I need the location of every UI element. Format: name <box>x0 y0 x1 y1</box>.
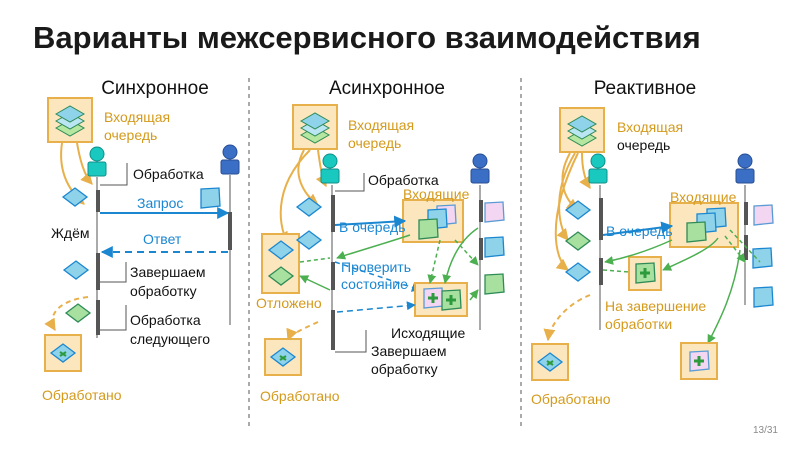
async-outgoing-label: Исходящие <box>391 325 465 341</box>
reactive-msg-3-icon <box>565 262 591 282</box>
reactive-finish-label-1: На завершение <box>605 298 706 314</box>
async-in-msg-3 <box>418 218 439 240</box>
async-msg-2-icon <box>296 230 322 250</box>
service-b-icon <box>470 153 490 184</box>
sync-done-label: Обработано <box>42 387 122 403</box>
async-deferred-label: Отложено <box>256 295 322 311</box>
service-b-icon <box>735 153 755 184</box>
sync-msg-2-icon <box>63 260 89 280</box>
sync-queue-label-1: Входящая <box>104 109 170 125</box>
sync-queue-label-2: очередь <box>104 127 157 143</box>
sync-waiting-label: Ждём <box>51 225 90 241</box>
reactive-heading: Реактивное <box>594 78 697 99</box>
sync-processing-label: Обработка <box>133 166 204 182</box>
sync-next-label-2: следующего <box>130 331 210 347</box>
async-msg-1-icon <box>296 197 322 217</box>
reactive-incoming-label: Входящие <box>670 189 737 205</box>
sync-request-label: Запрос <box>137 195 183 211</box>
reactive-queue-label-1: Входящая <box>617 119 683 135</box>
sync-done-icon <box>44 334 82 372</box>
reactive-remote-1 <box>753 204 774 226</box>
async-finish-label-1: Завершаем <box>371 343 447 359</box>
async-queue-label-1: Входящая <box>348 117 414 133</box>
reactive-finish-label-2: обработки <box>605 316 672 332</box>
async-remote-2 <box>484 236 505 258</box>
service-a-icon <box>320 153 340 184</box>
reactive-msg-2-icon <box>565 231 591 251</box>
incoming-queue-icon <box>559 107 605 153</box>
async-to-queue-label: В очередь <box>339 219 406 235</box>
async-finish-label-2: обработку <box>371 361 438 377</box>
async-incoming-label: Входящие <box>403 186 470 202</box>
reactive-remote-3 <box>753 286 774 308</box>
async-check-label-2: состояние <box>341 276 408 292</box>
sync-next-label-1: Обработка <box>130 312 201 328</box>
page-number: 13/31 <box>752 425 778 436</box>
async-processing-label: Обработка <box>368 172 439 188</box>
sync-finish-label-2: обработку <box>130 283 197 299</box>
service-a-icon <box>588 153 608 184</box>
async-remote-1 <box>484 201 505 223</box>
sync-msg-3-icon <box>65 303 91 323</box>
sync-finish-label-1: Завершаем <box>130 264 206 280</box>
async-done-icon <box>264 338 302 376</box>
service-a-icon <box>87 146 107 177</box>
reactive-to-queue-label: В очередь <box>606 223 673 239</box>
reactive-queue-label-2: очередь <box>617 137 670 153</box>
async-done-label: Обработано <box>260 388 340 404</box>
incoming-queue-icon <box>47 97 93 143</box>
sync-response-label: Ответ <box>143 231 182 247</box>
service-b-icon <box>220 144 240 175</box>
reactive-done-icon <box>531 343 569 381</box>
sync-heading: Синхронное <box>101 78 209 99</box>
incoming-queue-icon <box>292 104 338 150</box>
async-heading: Асинхронное <box>329 78 445 99</box>
async-check-label-1: Проверить <box>341 259 411 275</box>
reactive-msg-1-icon <box>565 200 591 220</box>
sync-remote-icon <box>200 187 221 209</box>
async-panel: Асинхронное Входящая очередь Обработка В… <box>256 78 505 404</box>
reactive-in-msg-3 <box>686 221 707 243</box>
reactive-panel: Реактивное Входящая очередь Входящие В о… <box>531 78 774 407</box>
reactive-done-label: Обработано <box>531 391 611 407</box>
async-queue-label-2: очередь <box>348 135 401 151</box>
slide-title: Варианты межсервисного взаимодействия <box>33 20 701 55</box>
sync-panel: Синхронное Входящая очередь Обработка За… <box>42 78 240 403</box>
async-remote-3 <box>484 273 505 295</box>
